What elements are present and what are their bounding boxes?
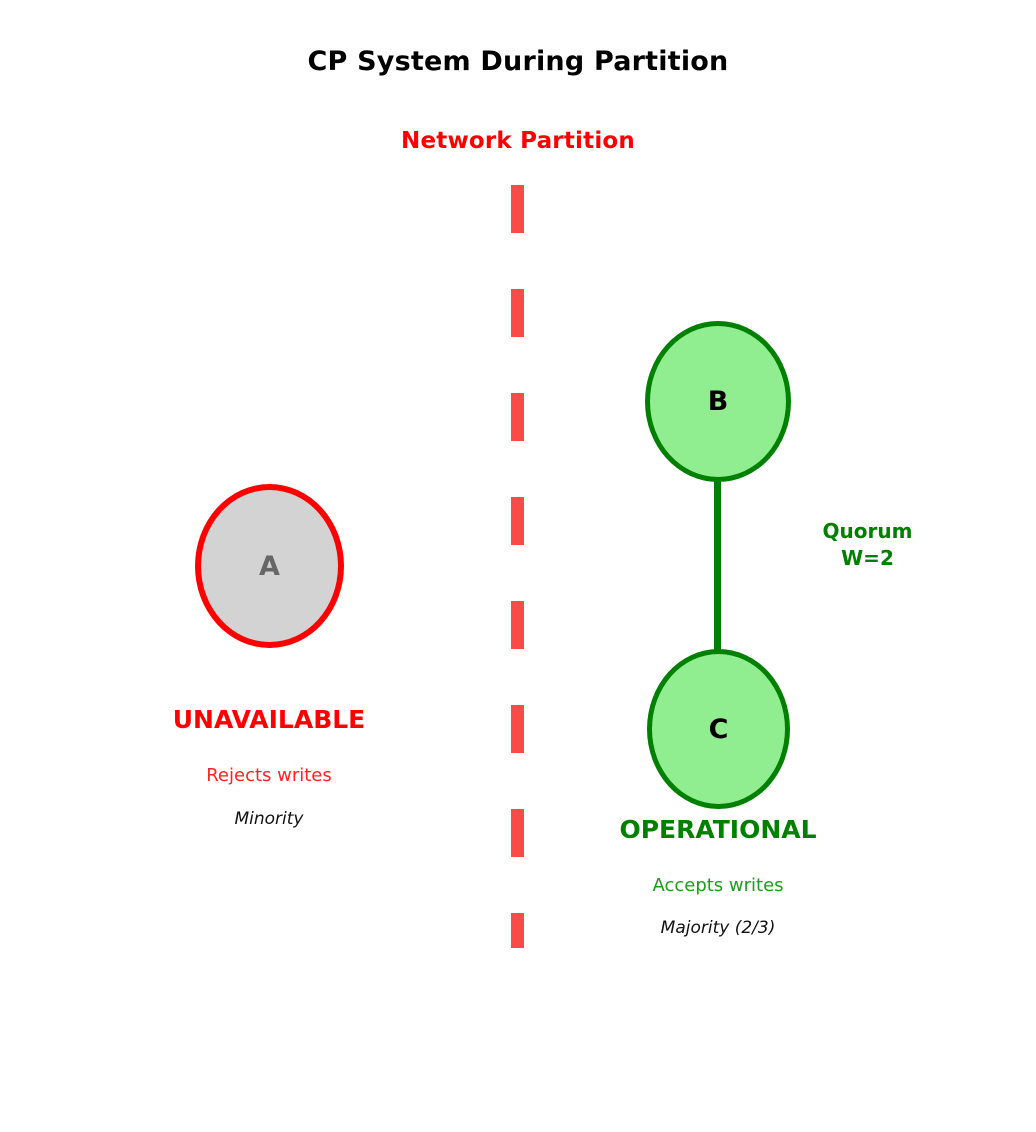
quorum-annotation: Quorum W=2 [760,518,975,572]
node-c[interactable]: C [647,649,790,809]
network-partition-label: Network Partition [401,128,635,154]
right-partition-note: Majority (2/3) [660,918,776,938]
page-title: CP System During Partition [307,46,729,77]
node-c-label: C [708,713,729,745]
node-a-label: A [259,550,280,582]
node-b[interactable]: B [645,321,791,482]
quorum-annotation-line1: Quorum [822,519,913,543]
node-a[interactable]: A [195,484,344,648]
edge-b-c [714,470,721,658]
left-partition-note: Minority [234,809,304,829]
network-partition-divider [511,185,524,948]
right-partition-status: OPERATIONAL [619,815,817,844]
right-partition-writes: Accepts writes [652,875,784,896]
left-partition-writes: Rejects writes [206,765,332,786]
left-partition-status: UNAVAILABLE [172,705,366,734]
node-b-label: B [707,386,729,417]
quorum-annotation-line2: W=2 [841,546,894,570]
